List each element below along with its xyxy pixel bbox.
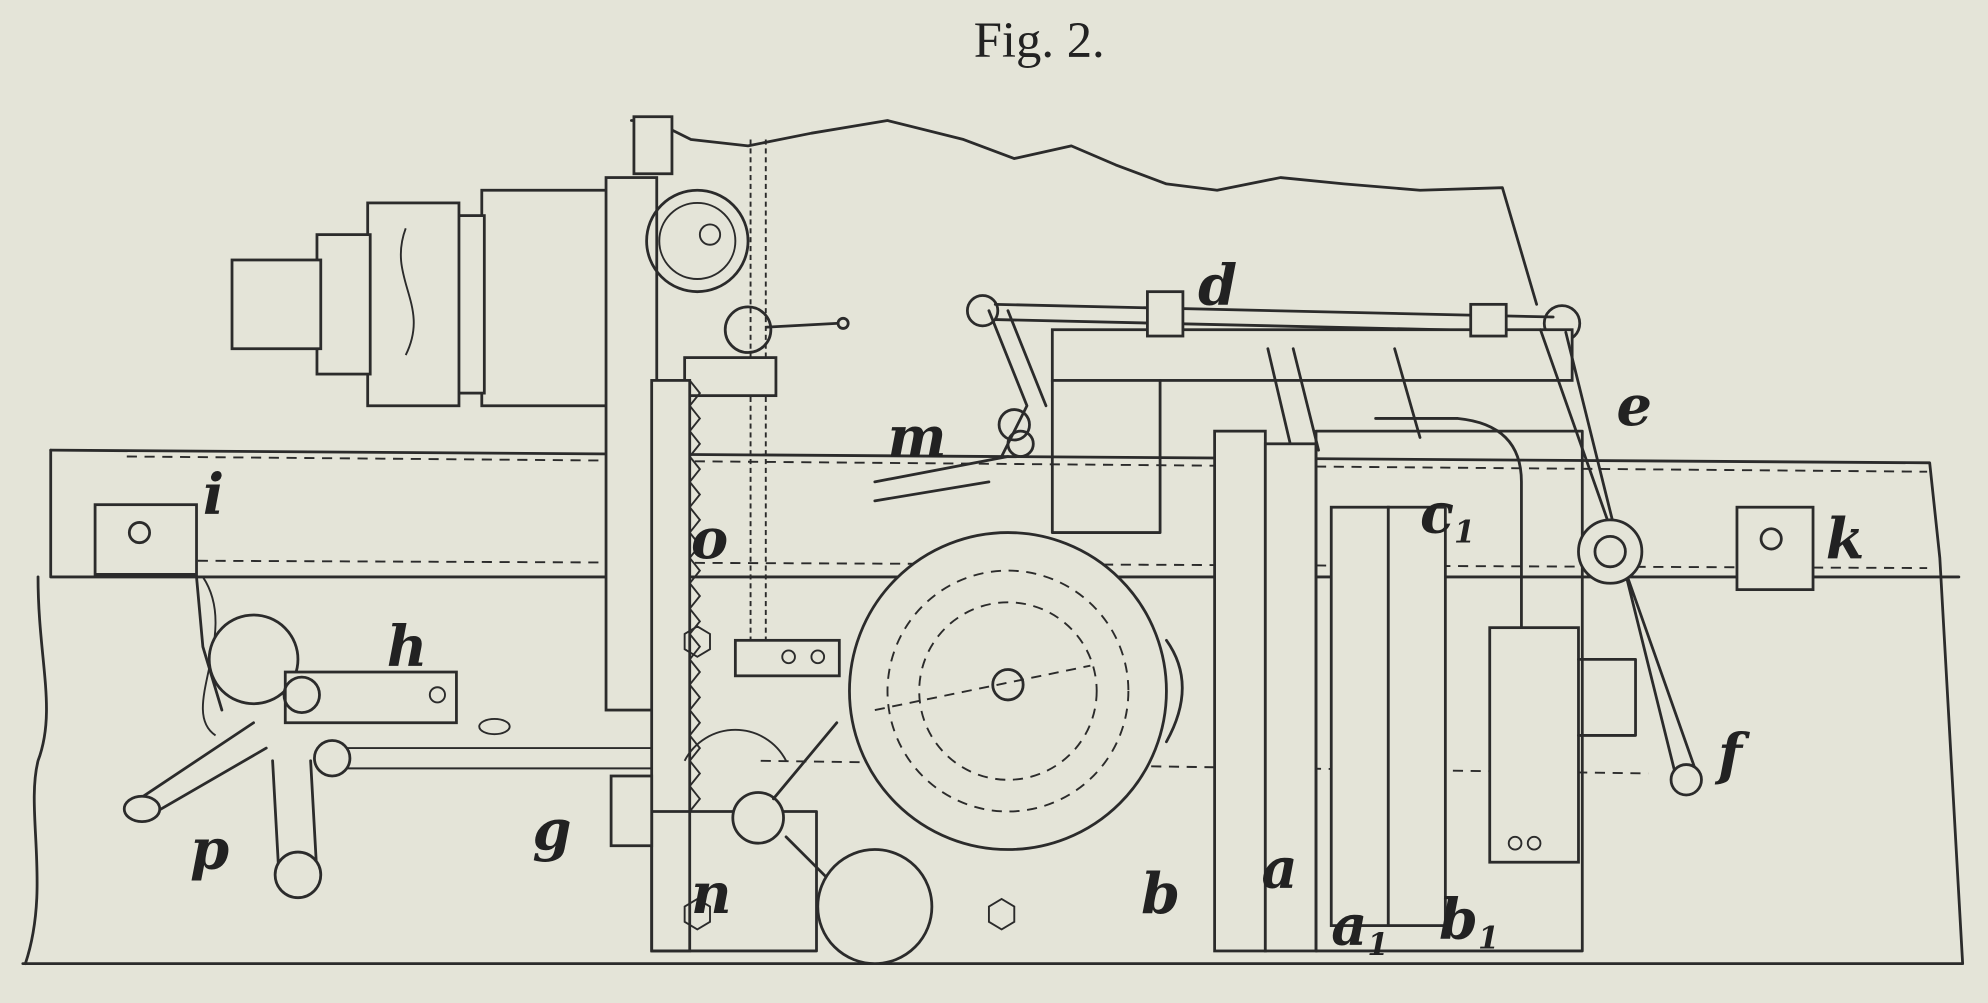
upper-lever-assembly (873, 290, 1582, 636)
figure-title: Fig. 2. (974, 12, 1105, 68)
broken-outline (629, 119, 1539, 306)
label-a1: a1 (1331, 894, 1388, 963)
label-k: k (1826, 507, 1865, 572)
label-d: d (1198, 253, 1237, 318)
label-a: a (1262, 837, 1298, 902)
label-b1: b1 (1439, 887, 1499, 956)
left-linkage (122, 575, 654, 900)
label-f: f (1714, 722, 1750, 787)
bracket-i (93, 503, 198, 576)
label-m: m (888, 405, 947, 470)
rack-slide (650, 379, 1016, 966)
label-p: p (190, 818, 229, 883)
label-c1: c1 (1420, 482, 1475, 551)
lever-e-f (1488, 328, 1703, 864)
label-o: o (691, 507, 728, 572)
label-e: e (1617, 374, 1652, 439)
spindle-assembly (230, 115, 850, 712)
label-h: h (387, 615, 428, 680)
label-n: n (691, 862, 732, 927)
bracket-k (1735, 505, 1815, 592)
slide-plates (1213, 429, 1584, 953)
label-b: b (1141, 862, 1180, 927)
label-i: i (203, 463, 224, 528)
cam-disc (848, 531, 1184, 851)
label-g: g (532, 799, 571, 864)
